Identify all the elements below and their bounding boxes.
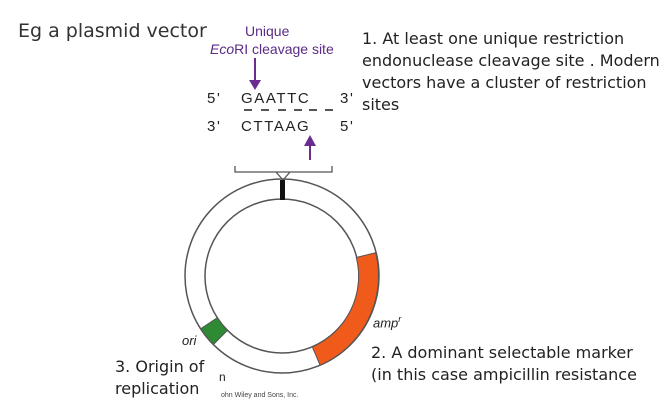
ampr-label: ampr [373, 314, 401, 330]
note3-line: 3. Origin of [115, 357, 205, 376]
image-credit: ohn Wiley and Sons, Inc. [221, 392, 299, 399]
top-strand-3prime: 3' [340, 90, 355, 107]
cut-off-letter: n [219, 370, 226, 384]
ampr-gene-segment [311, 252, 379, 366]
note2-line: (in this case ampicillin resistance [371, 365, 637, 384]
top-strand-5prime: 5' [207, 90, 222, 107]
site-bracket [234, 166, 333, 181]
ampr-text: amp [373, 315, 399, 331]
note3-line: replication [115, 379, 200, 398]
bottom-strand-5prime: 5' [340, 118, 355, 135]
ecori-cleavage-site-label: EcoRI cleavage site [210, 41, 334, 57]
note2-line: 2. A dominant selectable marker [371, 343, 633, 362]
note1-line: 1. At least one unique restriction [362, 29, 625, 48]
bottom-strand-sequence: CTTAAG [241, 118, 311, 135]
note1-line: vectors have a cluster of restriction [362, 73, 647, 92]
note-selectable-marker: 2. A dominant selectable marker (in this… [371, 342, 637, 386]
note-restriction-site: 1. At least one unique restriction endon… [362, 28, 660, 116]
top-strand-sequence: GAATTC [241, 90, 311, 107]
unique-label: Unique [245, 23, 290, 39]
top-cleavage-arrowhead [249, 80, 261, 90]
plasmid-inner-ring [204, 198, 360, 354]
ecori-italic: Eco [210, 41, 235, 57]
ampr-superscript: r [398, 314, 402, 324]
note1-line: sites [362, 95, 400, 114]
note1-line: endonuclease cleavage site . Modern [362, 51, 660, 70]
unique-site-marker [280, 180, 285, 200]
note-origin: 3. Origin of replication [115, 356, 204, 400]
base-pair-dots [244, 109, 333, 111]
ecori-rest: RI cleavage site [234, 41, 334, 57]
ori-segment [200, 316, 229, 346]
bottom-cleavage-arrowhead [304, 135, 316, 146]
bottom-strand-3prime: 3' [207, 118, 222, 135]
ori-label: ori [182, 333, 197, 348]
slide-title: Eg a plasmid vector [18, 20, 207, 42]
